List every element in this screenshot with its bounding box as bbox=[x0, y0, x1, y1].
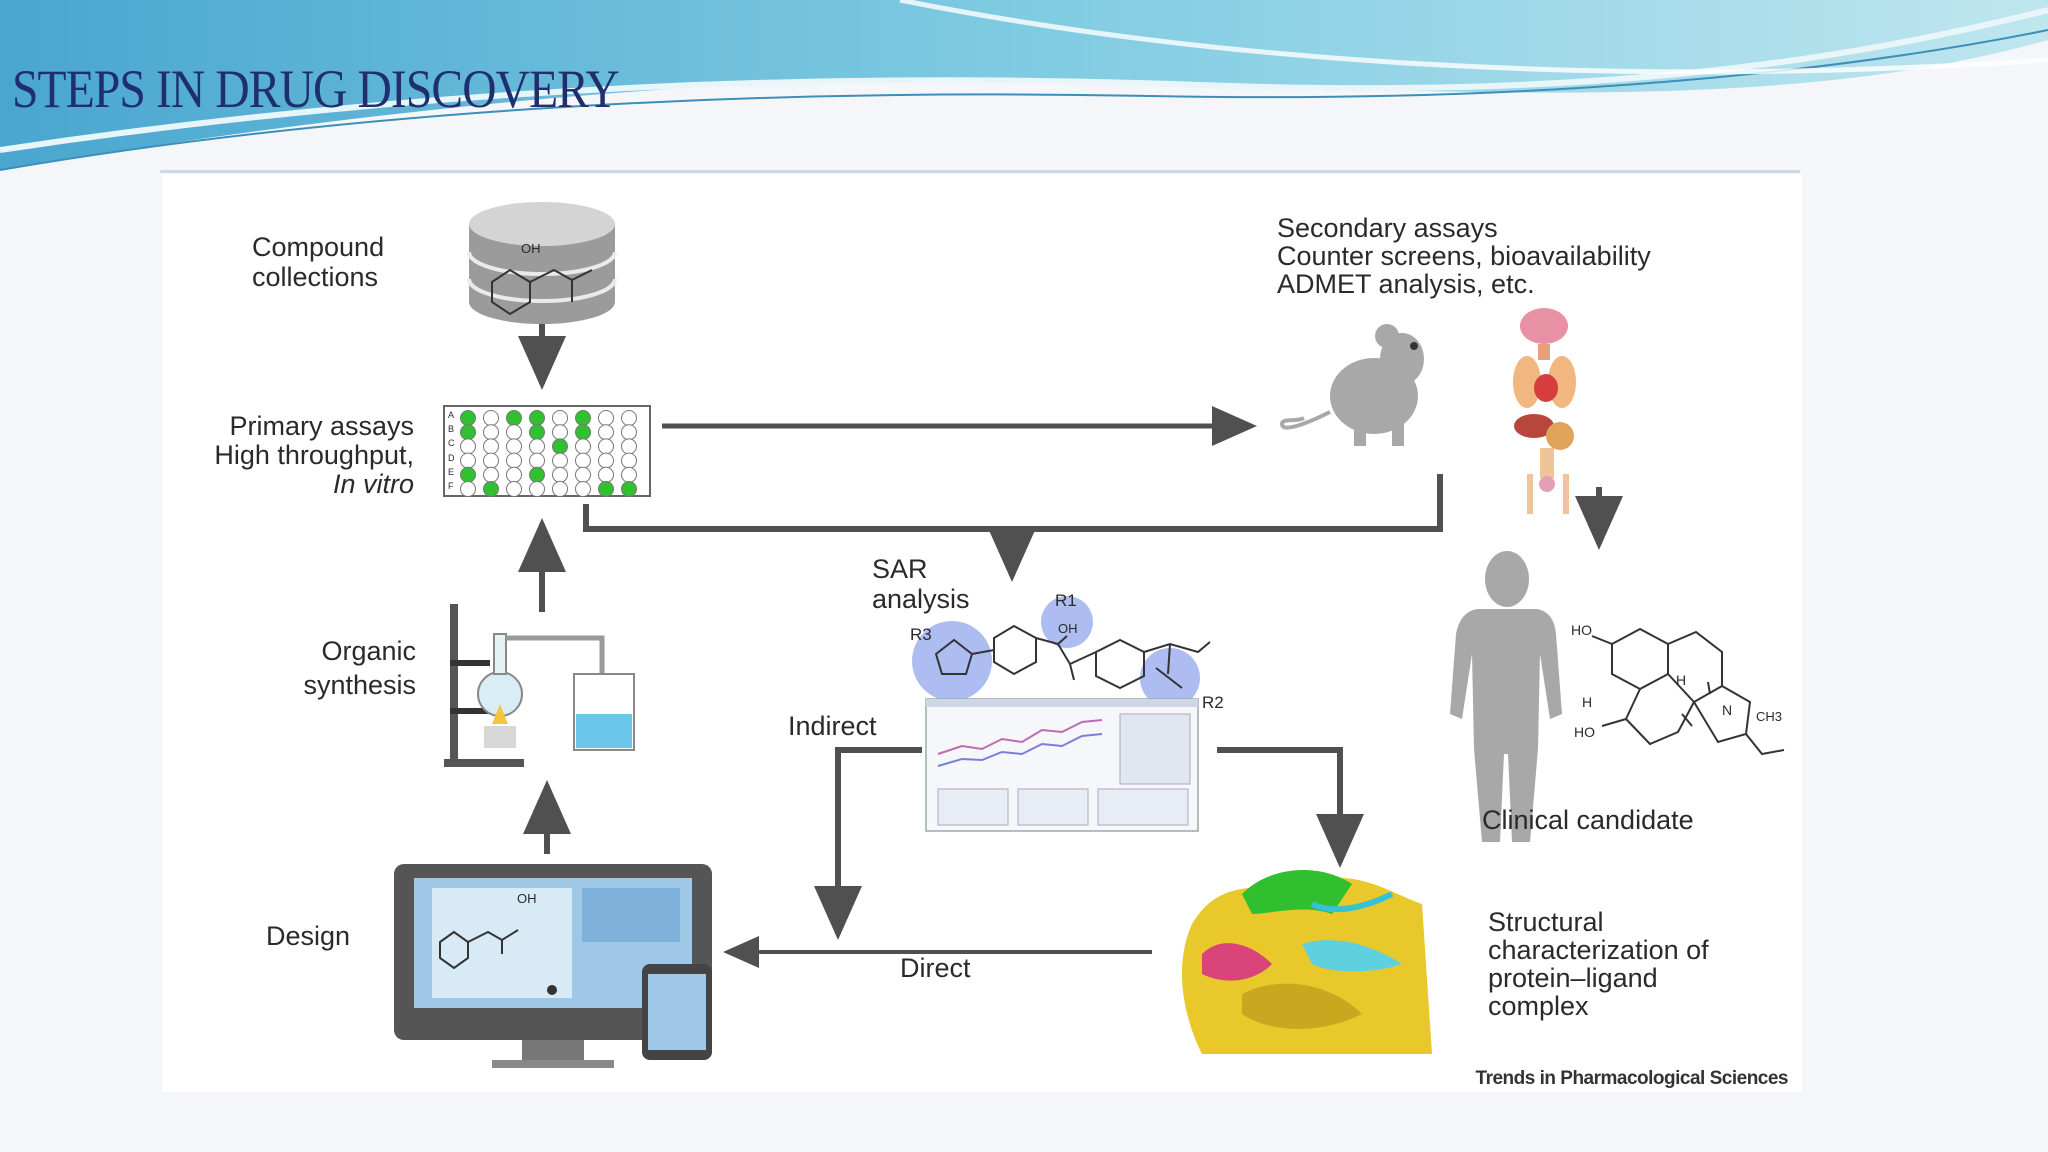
plate-well-hit bbox=[506, 410, 522, 426]
plate-well bbox=[483, 410, 499, 426]
design-label: Design bbox=[266, 921, 351, 951]
r1-label: R1 bbox=[1055, 591, 1077, 610]
protein-ligand-complex-image bbox=[1181, 870, 1432, 1054]
plate-well bbox=[575, 481, 591, 497]
plate-well bbox=[552, 424, 568, 441]
plate-well-hit bbox=[575, 410, 591, 426]
plate-well bbox=[506, 452, 522, 469]
plate-well bbox=[483, 466, 499, 483]
plate-well bbox=[529, 452, 545, 469]
morphine-h-left: H bbox=[1582, 694, 1593, 710]
plate-row-letter: B bbox=[448, 424, 455, 435]
plate-well bbox=[598, 410, 614, 426]
plate-well bbox=[621, 466, 637, 483]
plate-well-hit bbox=[460, 424, 476, 441]
slide-title: STEPS IN DRUG DISCOVERY bbox=[12, 59, 620, 119]
plate-well-hit bbox=[460, 466, 476, 483]
oh-label: OH bbox=[1058, 621, 1078, 636]
morphine-n: N bbox=[1722, 702, 1733, 718]
morphine-h-right: H bbox=[1676, 672, 1687, 688]
plate-well-hit bbox=[460, 410, 476, 426]
header-banner bbox=[0, 0, 2048, 171]
plate-well-hit bbox=[529, 424, 545, 441]
plate-well-hit bbox=[483, 481, 499, 497]
plate-well bbox=[506, 424, 522, 441]
r3-label: R3 bbox=[910, 625, 932, 644]
indirect-label: Indirect bbox=[788, 711, 877, 741]
plate-well bbox=[460, 438, 476, 455]
sar-software-screenshot bbox=[925, 698, 1199, 832]
human-silhouette-icon bbox=[1450, 551, 1562, 842]
plate-well-hit bbox=[529, 410, 545, 426]
plate-well bbox=[598, 466, 614, 483]
plate-well bbox=[621, 438, 637, 455]
synthesis-glassware-icon bbox=[444, 604, 635, 767]
plate-well bbox=[575, 466, 591, 483]
plate-well bbox=[575, 452, 591, 469]
plate-row-letter: D bbox=[448, 452, 455, 463]
design-computer-icon bbox=[394, 864, 712, 1068]
plate-well bbox=[506, 466, 522, 483]
plate-well bbox=[621, 410, 637, 426]
clinical-candidate-structure bbox=[1591, 627, 1785, 756]
plate-well-hit bbox=[552, 438, 568, 455]
plate-well-hit bbox=[621, 481, 637, 497]
sar-molecule bbox=[912, 596, 1211, 708]
plate-well bbox=[552, 452, 568, 469]
plate-well bbox=[552, 481, 568, 497]
plate-well bbox=[529, 481, 545, 497]
morphine-ho-bottom: HO bbox=[1574, 724, 1595, 740]
plate-well bbox=[460, 481, 476, 497]
plate-well bbox=[529, 438, 545, 455]
plate-well bbox=[506, 438, 522, 455]
title-divider bbox=[160, 170, 1800, 173]
flow-arrows bbox=[518, 324, 1623, 968]
plate-well bbox=[621, 424, 637, 441]
diagram-graphics bbox=[394, 202, 1785, 1068]
plate-well-hit bbox=[598, 481, 614, 497]
plate-well bbox=[506, 481, 522, 497]
plate-well-hit bbox=[529, 466, 545, 483]
mouse-icon bbox=[1279, 324, 1424, 446]
db-oh-label: OH bbox=[521, 241, 541, 256]
plate-well bbox=[483, 424, 499, 441]
plate-well bbox=[552, 410, 568, 426]
human-organs-icon bbox=[1513, 308, 1576, 514]
screen-oh-label: OH bbox=[517, 891, 537, 906]
plate-well bbox=[598, 452, 614, 469]
direct-label: Direct bbox=[900, 953, 971, 983]
plate-well bbox=[598, 424, 614, 441]
figure-credit: Trends in Pharmacological Sciences bbox=[1475, 1068, 1789, 1089]
plate-well bbox=[483, 452, 499, 469]
plate-well bbox=[460, 452, 476, 469]
morphine-ch3: CH3 bbox=[1756, 709, 1783, 724]
plate-well bbox=[552, 466, 568, 483]
plate-well bbox=[598, 438, 614, 455]
well-plate-icon bbox=[443, 405, 651, 497]
plate-well bbox=[621, 452, 637, 469]
plate-row-letter: A bbox=[448, 410, 455, 420]
plate-row-letter: E bbox=[448, 466, 455, 477]
plate-well-hit bbox=[575, 424, 591, 441]
morphine-ho-top: HO bbox=[1571, 622, 1592, 638]
plate-row-letter: F bbox=[448, 481, 454, 491]
plate-well bbox=[483, 438, 499, 455]
plate-well bbox=[575, 438, 591, 455]
clinical-candidate-label: Clinical candidate bbox=[1482, 805, 1694, 835]
r2-label: R2 bbox=[1202, 693, 1224, 712]
compound-database-icon bbox=[467, 202, 617, 324]
plate-row-letter: C bbox=[448, 438, 455, 449]
